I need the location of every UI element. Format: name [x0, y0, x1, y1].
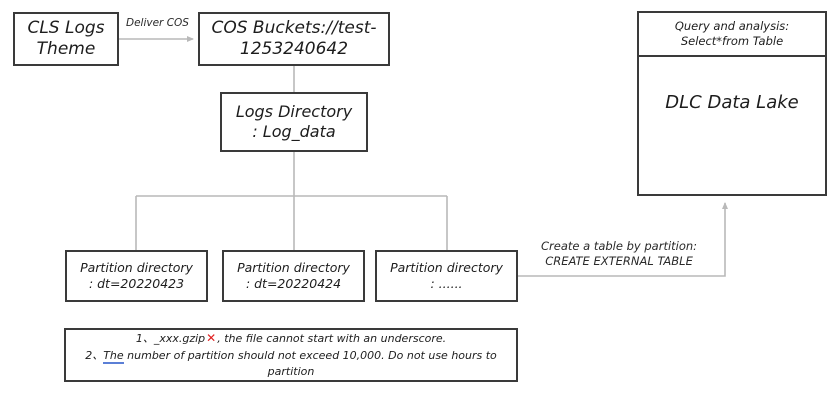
- partition-3-line-2: : ......: [430, 276, 463, 291]
- cls-logs-theme-line-2: Theme: [36, 39, 96, 59]
- logs-directory-line-1: Logs Directory: [235, 102, 353, 121]
- note-line-3: partition: [267, 364, 315, 378]
- note-line-2-number: 2、: [85, 348, 104, 362]
- edge-label-deliver-cos: Deliver COS: [124, 17, 191, 31]
- note-box-constraints: 1、_xxx.gzip✕, the file cannot start with…: [64, 328, 518, 382]
- node-partition-directory-2[interactable]: Partition directory : dt=20220424: [222, 250, 365, 302]
- node-cos-bucket[interactable]: COS Buckets://test- 1253240642: [198, 12, 390, 66]
- cos-bucket-line-1: COS Buckets://test-: [211, 17, 377, 38]
- note-line-1: 1、_xxx.gzip✕, the file cannot start with…: [136, 330, 446, 347]
- note-line-2: 2、The number of partition should not exc…: [85, 348, 497, 364]
- node-logs-directory[interactable]: Logs Directory : Log_data: [220, 92, 368, 152]
- node-partition-directory-1[interactable]: Partition directory : dt=20220423: [65, 250, 208, 302]
- cls-logs-theme-line-1: CLS Logs: [27, 17, 105, 38]
- create-table-line-2: CREATE EXTERNAL TABLE: [545, 253, 693, 268]
- partition-1-line-1: Partition directory: [80, 260, 193, 276]
- partition-2-line-2: : dt=20220424: [245, 276, 342, 291]
- partition-2-line-1: Partition directory: [237, 260, 350, 276]
- error-cross-icon: ✕: [206, 331, 217, 346]
- partition-3-line-1: Partition directory: [390, 260, 503, 276]
- edge-label-create-external-table: Create a table by partition: CREATE EXTE…: [538, 238, 701, 270]
- note-line-1-number: 1、: [135, 332, 154, 346]
- cos-bucket-line-2: 1253240642: [239, 39, 349, 59]
- note-line-1-code: _xxx.gzip: [153, 332, 206, 346]
- dlc-header-line-1: Query and analysis:: [674, 19, 790, 34]
- dlc-query-header: Query and analysis: Select*from Table: [639, 13, 825, 57]
- logs-directory-line-2: : Log_data: [252, 122, 336, 141]
- create-table-line-1: Create a table by partition:: [541, 239, 698, 253]
- partition-1-line-2: : dt=20220423: [88, 276, 185, 291]
- node-partition-directory-3[interactable]: Partition directory : ......: [375, 250, 518, 302]
- note-line-1-text: , the file cannot start with an undersco…: [217, 332, 447, 346]
- note-line-2-text: number of partition should not exceed 10…: [123, 348, 497, 362]
- note-line-2-spellcheck-word: The: [103, 348, 124, 364]
- node-dlc-data-lake[interactable]: Query and analysis: Select*from Table DL…: [637, 11, 827, 196]
- dlc-body-label: DLC Data Lake: [665, 92, 799, 113]
- node-cls-logs-theme[interactable]: CLS Logs Theme: [13, 12, 119, 66]
- dlc-header-line-2: Select*from Table: [680, 34, 784, 48]
